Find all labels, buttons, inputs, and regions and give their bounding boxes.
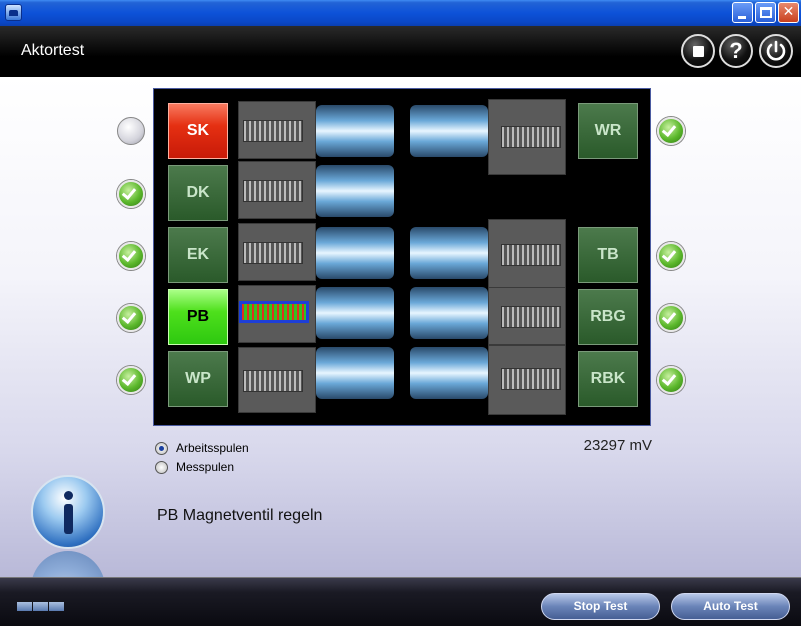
indicator-pb: [117, 304, 145, 332]
spring-icon: [501, 244, 561, 266]
valve-body-wp: [238, 347, 316, 413]
indicator-tb: [657, 242, 685, 270]
valve-body-wr: [488, 99, 566, 175]
spring-icon: [501, 306, 561, 328]
spring-icon: [243, 180, 303, 202]
check-icon: [661, 308, 677, 325]
stop-icon: [693, 46, 704, 57]
indicator-rbg: [657, 304, 685, 332]
valve-button-ek[interactable]: EK: [168, 227, 228, 283]
power-button[interactable]: [759, 34, 793, 68]
valve-body-rbg: [488, 287, 566, 345]
app-icon: [5, 4, 22, 21]
coil-wr: [410, 105, 488, 157]
info-icon-reflection: [31, 551, 105, 577]
stop-test-button[interactable]: Stop Test: [541, 593, 660, 620]
power-icon: [766, 40, 786, 61]
valve-body-dk: [238, 161, 316, 219]
window-titlebar: ✕: [0, 0, 801, 26]
info-dot: [64, 491, 73, 500]
valve-button-tb[interactable]: TB: [578, 227, 638, 283]
valve-button-sk[interactable]: SK: [168, 103, 228, 159]
valve-button-wr[interactable]: WR: [578, 103, 638, 159]
spring-icon: [243, 120, 303, 142]
check-icon: [121, 308, 137, 325]
check-icon: [121, 246, 137, 263]
help-button[interactable]: ?: [719, 34, 753, 68]
option-working-coils[interactable]: Arbeitsspulen: [155, 441, 249, 455]
radio-measuring-coils[interactable]: [155, 460, 168, 474]
indicator-ek: [117, 242, 145, 270]
spring-icon: [243, 242, 303, 264]
check-icon: [121, 370, 137, 387]
coil-pb: [316, 287, 394, 339]
valve-button-wp[interactable]: WP: [168, 351, 228, 407]
coil-wp: [316, 347, 394, 399]
check-icon: [661, 121, 677, 138]
valve-body-pb: [238, 285, 316, 343]
spring-icon: [501, 126, 561, 148]
status-message: PB Magnetventil regeln: [157, 507, 323, 524]
coil-sk: [316, 105, 394, 157]
indicator-dk: [117, 180, 145, 208]
coil-tb: [410, 227, 488, 279]
option-measuring-coils-label: Messpulen: [176, 460, 235, 474]
coil-rbg: [410, 287, 488, 339]
radio-working-coils[interactable]: [155, 441, 168, 455]
info-icon: [31, 475, 105, 549]
valve-button-rbg[interactable]: RBG: [578, 289, 638, 345]
maximize-button[interactable]: [755, 2, 776, 23]
app-header: Aktortest ?: [0, 26, 801, 77]
maximize-icon: [760, 7, 772, 18]
indicator-wr: [657, 117, 685, 145]
help-icon: ?: [729, 38, 743, 63]
option-working-coils-label: Arbeitsspulen: [176, 441, 249, 455]
actuator-diagram: SK DK EK PB WP WR TB RBG RBK: [153, 88, 651, 426]
valve-body-sk: [238, 101, 316, 159]
check-icon: [661, 370, 677, 387]
progress-indicator: [17, 602, 64, 611]
valve-body-tb: [488, 219, 566, 289]
option-measuring-coils[interactable]: Messpulen: [155, 460, 234, 474]
coil-ek: [316, 227, 394, 279]
minimize-button[interactable]: [732, 2, 753, 23]
indicator-rbk: [657, 366, 685, 394]
close-icon: ✕: [782, 4, 795, 20]
valve-button-pb[interactable]: PB: [168, 289, 228, 345]
valve-body-rbk: [488, 345, 566, 415]
info-stem: [64, 504, 73, 534]
auto-test-button[interactable]: Auto Test: [671, 593, 790, 620]
voltage-readout: 23297 mV: [583, 437, 652, 454]
footer-bar: Stop Test Auto Test: [0, 577, 801, 626]
coil-dk: [316, 165, 394, 217]
valve-button-rbk[interactable]: RBK: [578, 351, 638, 407]
stop-button[interactable]: [681, 34, 715, 68]
spring-icon: [501, 368, 561, 390]
minimize-icon: [738, 16, 746, 19]
valve-button-dk[interactable]: DK: [168, 165, 228, 221]
check-icon: [661, 246, 677, 263]
spring-icon: [243, 370, 303, 392]
valve-body-ek: [238, 223, 316, 281]
close-button[interactable]: ✕: [778, 2, 799, 23]
coil-rbk: [410, 347, 488, 399]
main-content: SK DK EK PB WP WR TB RBG RBK: [0, 77, 801, 577]
indicator-wp: [117, 366, 145, 394]
page-title: Aktortest: [21, 42, 85, 59]
indicator-sk: [117, 117, 145, 145]
spring-icon: [239, 301, 309, 323]
check-icon: [121, 184, 137, 201]
